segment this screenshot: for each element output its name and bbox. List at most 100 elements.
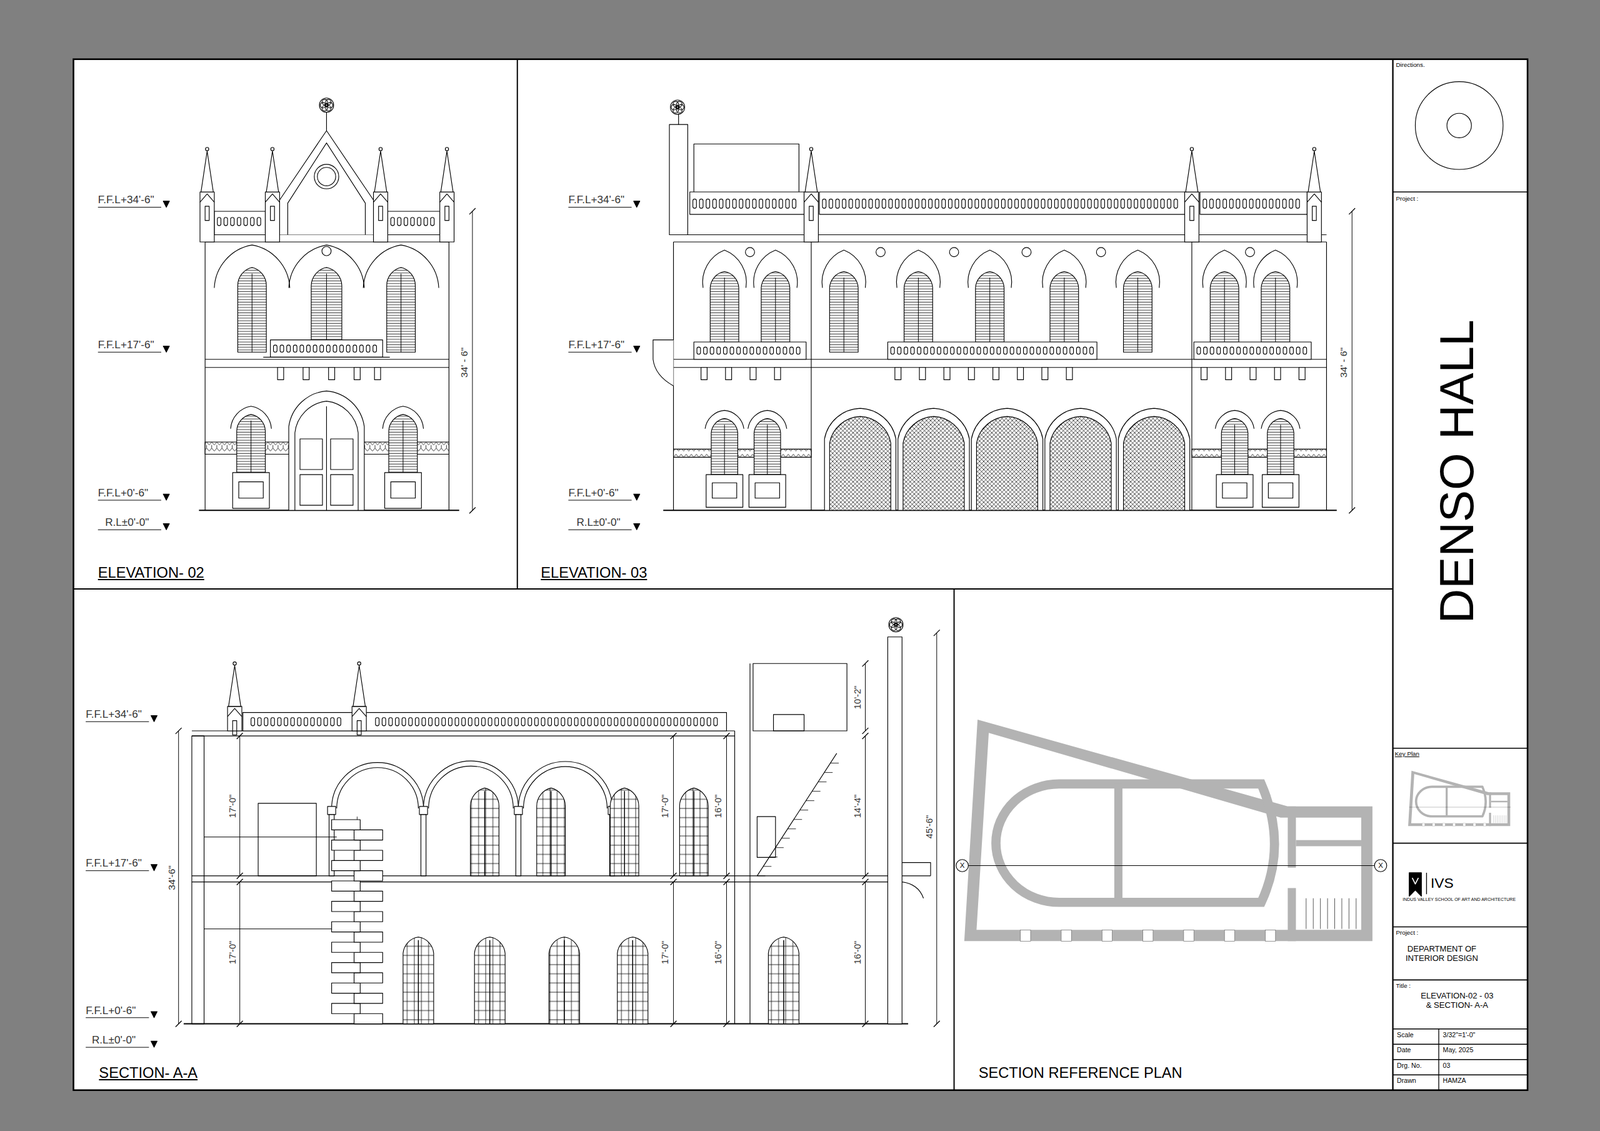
drawn-rect <box>948 198 953 209</box>
drawn-rect <box>895 198 900 209</box>
drawn-rect <box>848 198 853 209</box>
drawn-rect <box>381 717 386 726</box>
drawn-rect <box>508 717 512 726</box>
drawn-circle <box>891 625 897 631</box>
drawn-rect <box>1076 346 1080 354</box>
drawn-rect <box>1035 198 1039 209</box>
drawn-rect <box>756 346 761 354</box>
drawn-rect <box>1114 783 1123 902</box>
drawn-rect <box>237 217 242 226</box>
drawn-rect <box>895 367 902 380</box>
drawn-circle <box>233 661 237 665</box>
drawn-line <box>1063 277 1065 352</box>
drawn-path <box>633 201 640 208</box>
drawn-rect <box>763 346 767 354</box>
drawn-rect <box>354 870 384 881</box>
drawn-line <box>98 351 162 353</box>
drawn-rect <box>773 714 805 731</box>
drawn-rect <box>232 720 237 735</box>
drawn-line <box>865 663 866 731</box>
drawn-rect <box>587 717 592 726</box>
drawn-rect <box>448 717 453 726</box>
drawn-rect <box>1056 346 1061 354</box>
drawn-line <box>98 206 162 208</box>
drawn-line <box>1393 1028 1529 1030</box>
drawn-circle <box>888 617 904 632</box>
drawn-rect <box>1185 191 1200 242</box>
drawn-rect <box>701 367 708 380</box>
drawn-rect <box>317 717 322 726</box>
drawn-rect <box>354 829 384 840</box>
drawn-rect <box>410 217 415 226</box>
drawn-rect <box>528 717 532 726</box>
drawn-circle <box>317 167 336 186</box>
drawn-path <box>288 390 365 510</box>
drawn-circle <box>325 103 329 107</box>
drawing-title: ELEVATION-02 - 03 & SECTION- A-A <box>1418 990 1496 1010</box>
drawn-circle <box>270 147 274 151</box>
drawn-rect <box>976 346 981 354</box>
drawn-circle <box>745 247 755 257</box>
level-label: F.F.L+17'-6" <box>568 338 625 352</box>
drawn-rect <box>993 367 1000 380</box>
drawn-rect <box>732 198 737 209</box>
drawn-rect <box>759 198 764 209</box>
level-label: F.F.L+0'-6" <box>85 1004 136 1017</box>
drawn-rect <box>1050 346 1054 354</box>
drawn-rect <box>941 198 946 209</box>
drawn-line <box>723 872 730 879</box>
drawn-rect <box>401 717 406 726</box>
drawn-rect <box>331 860 361 870</box>
drawn-rect <box>1191 448 1327 457</box>
drawn-line <box>98 529 162 530</box>
drawn-rect <box>397 217 402 226</box>
drawn-rect <box>356 720 362 735</box>
drawn-rect <box>574 717 579 726</box>
drawn-rect <box>699 198 704 209</box>
drawn-rect <box>441 717 446 726</box>
drawn-path <box>679 787 709 875</box>
drawn-rect <box>716 346 721 354</box>
drawn-rect <box>752 198 757 209</box>
drawn-rect <box>415 717 419 726</box>
drawn-rect <box>1249 198 1254 209</box>
drawn-line <box>953 588 955 1090</box>
drawn-rect <box>277 717 282 726</box>
drawn-rect <box>1028 198 1032 209</box>
drawn-rect <box>970 346 975 354</box>
drawn-rect <box>1154 198 1159 209</box>
drawn-rect <box>919 367 926 380</box>
drawn-rect <box>346 345 350 352</box>
drawn-path <box>693 143 799 192</box>
drawn-line <box>1275 277 1276 352</box>
drawn-rect <box>1090 346 1094 354</box>
drawn-rect <box>354 993 384 1004</box>
drawn-rect <box>1143 929 1154 941</box>
drawn-rect <box>501 717 505 726</box>
drawn-line <box>1348 506 1355 514</box>
drawn-line <box>1393 1058 1529 1060</box>
drawn-path <box>711 418 738 475</box>
drawn-rect <box>354 972 384 983</box>
drawn-rect <box>420 814 426 876</box>
drawn-rect <box>1287 806 1296 868</box>
drawn-rect <box>273 345 278 352</box>
drawn-rect <box>1114 198 1119 209</box>
drawn-rect <box>1061 198 1065 209</box>
drawn-rect <box>961 198 966 209</box>
drawn-rect <box>1101 198 1105 209</box>
drawn-rect <box>304 717 309 726</box>
drawn-rect <box>887 341 1097 360</box>
drawn-rect <box>696 346 701 354</box>
drawn-rect <box>796 346 800 354</box>
drawn-rect <box>333 345 337 352</box>
drawn-rect <box>822 198 827 209</box>
drawn-rect <box>1190 206 1195 221</box>
drawn-rect <box>1289 198 1294 209</box>
drawn-line <box>812 790 821 792</box>
drawn-rect <box>445 206 450 221</box>
drawn-rect <box>354 1013 384 1024</box>
drawn-rect <box>331 819 361 830</box>
drawn-line <box>1393 1043 1529 1045</box>
drawn-rect <box>223 217 228 226</box>
